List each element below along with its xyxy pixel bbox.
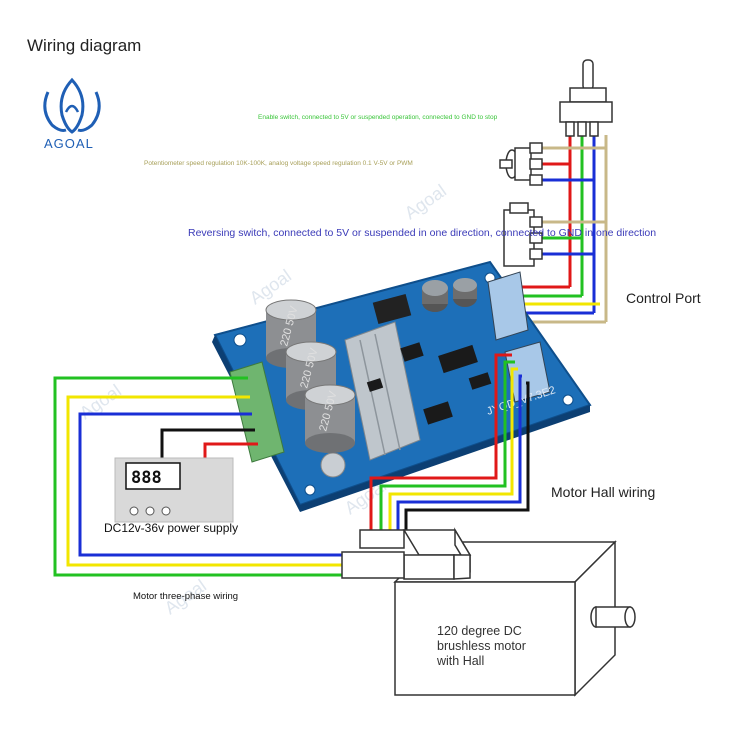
- watermark-text: Agoal: [401, 180, 450, 223]
- enable-switch-annotation: Enable switch, connected to 5V or suspen…: [258, 114, 498, 121]
- three-phase-label: Motor three-phase wiring: [133, 591, 238, 602]
- motor-label-line2: brushless motor: [437, 639, 526, 653]
- reversing-switch-annotation: Reversing switch, connected to 5V or sus…: [188, 227, 656, 239]
- motor-connector: [341, 527, 472, 580]
- electrolytic-capacitors: 220 50V 220 50V 220 50V: [265, 299, 356, 453]
- potentiometer: [499, 142, 543, 186]
- power-supply-label: DC12v-36v power supply: [104, 521, 238, 535]
- brushless-motor: 120 degree DC brushless motor with Hall: [393, 540, 636, 697]
- power-supply-display: 888: [131, 468, 162, 488]
- watermark-text: Agoal: [76, 380, 125, 423]
- hall-wires: [369, 353, 530, 532]
- motor-label-line1: 120 degree DC: [437, 624, 522, 638]
- control-port-label: Control Port: [626, 290, 701, 306]
- logo-text: AGOAL: [44, 136, 94, 151]
- three-phase-wires: [53, 376, 342, 577]
- power-supply: 888: [114, 457, 234, 523]
- potentiometer-annotation: Potentiometer speed regulation 10K-100K,…: [144, 160, 413, 167]
- reversing-switch: [503, 202, 543, 267]
- motor-hall-label: Motor Hall wiring: [551, 484, 655, 500]
- agoal-logo: AGOAL: [43, 77, 101, 151]
- page-title: Wiring diagram: [27, 36, 141, 55]
- capacitor: 220 50V: [304, 384, 356, 453]
- motor-label-line3: with Hall: [436, 654, 484, 668]
- enable-toggle-switch: [559, 59, 613, 137]
